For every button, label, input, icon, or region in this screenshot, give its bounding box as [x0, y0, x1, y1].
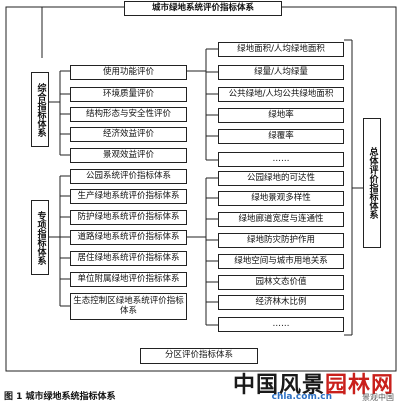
watermark-url: chla.com.cn	[271, 392, 332, 402]
figure-caption: 图 1 城市绿地系统指标体系	[4, 392, 116, 402]
comprehensive-index-box: 综合指标体系	[31, 72, 49, 147]
diagram-title-box: 城市绿地系统评价指标体系	[124, 1, 282, 16]
site-watermark: 中国风景园林网	[233, 367, 394, 399]
overall-metric-item: 园林文态价值	[218, 275, 344, 290]
overall-metric-item: ……	[218, 317, 344, 332]
special-item: 单位附属绿地评价指标体系	[70, 272, 187, 287]
special-item: 道路绿地系统评价指标体系	[70, 230, 187, 245]
comprehensive-item: 使用功能评价	[70, 65, 187, 80]
overall-metric-item: 绿地空间与城市用地关系	[218, 254, 344, 269]
overall-metric-item: 绿量/人均绿量	[218, 65, 344, 80]
overall-metric-item: 绿地防灾防护作用	[218, 233, 344, 248]
special-index-box: 专项指标体系	[31, 200, 49, 275]
overall-metric-item: 绿地率	[218, 108, 344, 123]
special-item: 居住绿地系统评价指标体系	[70, 251, 187, 266]
comprehensive-item: 经济效益评价	[70, 127, 187, 142]
overall-metric-item: 绿覆率	[218, 129, 344, 144]
special-item: 生态控制区绿地系统评价指标体系	[70, 293, 187, 320]
overall-metric-item: 公园绿地的可达性	[218, 171, 344, 186]
special-item: 公园系统评价指标体系	[70, 169, 187, 184]
overall-index-box: 总体评价指标体系	[363, 118, 381, 248]
special-item: 防护绿地系统评价指标体系	[70, 210, 187, 225]
overall-metric-item: 绿地面积/人均绿地面积	[218, 42, 344, 57]
watermark-tag: 景观中国	[362, 393, 394, 402]
overall-metric-item: 绿地景观多样性	[218, 191, 344, 206]
comprehensive-item: 环境质量评价	[70, 87, 187, 102]
comprehensive-item: 结构形态与安全性评价	[70, 107, 187, 122]
overall-metric-item: ……	[218, 152, 344, 167]
zone-index-box: 分区评价指标体系	[140, 348, 258, 364]
overall-metric-item: 公共绿地/人均公共绿地面积	[218, 87, 344, 102]
special-item: 生产绿地系统评价指标体系	[70, 189, 187, 204]
comprehensive-item: 景观效益评价	[70, 148, 187, 163]
overall-metric-item: 经济林木比例	[218, 295, 344, 310]
overall-metric-item: 绿地廊道宽度与连通性	[218, 212, 344, 227]
watermark-text-1: 中国风景	[232, 373, 325, 398]
watermark-text-2: 园林网	[324, 373, 394, 398]
